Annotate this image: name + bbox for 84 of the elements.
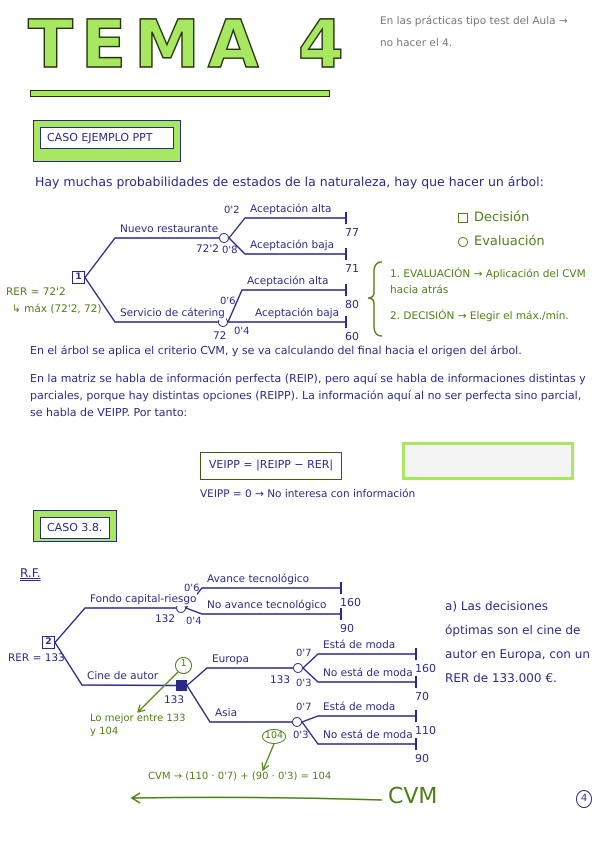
branch-label: Aceptación baja xyxy=(249,239,336,252)
value-label: 72'2 xyxy=(196,243,219,255)
value-label: 133 xyxy=(270,674,290,686)
probability-label: 0'7 xyxy=(296,648,312,659)
title: TEMA 4 xyxy=(28,6,352,84)
probability-label: 0'4 xyxy=(234,326,250,337)
probability-label: 0'3 xyxy=(296,678,312,689)
annotation-circle: 104 xyxy=(262,729,286,744)
terminal-value: 90 xyxy=(340,608,364,636)
formula-note: VEIPP = 0 → No interesa con información xyxy=(200,488,416,500)
annotation-arrow xyxy=(261,744,275,771)
answer-text: a) Las decisiones óptimas son el cine de autor en Europa, con un RER de 133.000 €. xyxy=(445,598,591,687)
branch-label: Avance tecnológico xyxy=(206,573,310,586)
value-label: 132 xyxy=(155,613,176,625)
branch-label: Aceptación alta xyxy=(249,203,332,216)
branch-line xyxy=(302,653,415,669)
branch-line xyxy=(54,607,176,643)
direction-label: CVM xyxy=(388,784,438,809)
body-text: En el árbol se aplica el criterio CVM, y se va calculando del final hacia el origen del árbol. xyxy=(30,344,523,357)
formula-box: VEIPP = |REIPP − RER| xyxy=(200,452,342,480)
branch-line xyxy=(302,715,415,723)
empty-frame xyxy=(402,442,574,480)
probability-label: 0'8 xyxy=(222,245,238,256)
section-heading: CASO EJEMPLO PPT xyxy=(40,127,174,149)
branch-label: Servicio de cátering xyxy=(119,307,226,320)
probability-label: 0'6 xyxy=(220,296,236,307)
step-note: 1. EVALUACIÓN → Aplicación del CVM hacia atrás xyxy=(390,266,587,298)
section-heading: CASO 3.8. xyxy=(40,517,110,539)
probability-label: 0'2 xyxy=(224,205,240,216)
chance-circle xyxy=(219,233,229,243)
legend-text: Evaluación xyxy=(474,234,545,249)
section-heading-box xyxy=(33,510,117,542)
branch-line xyxy=(227,289,345,322)
decision-square: 2 xyxy=(42,636,55,649)
terminal-value: 60 xyxy=(345,316,369,344)
branch-line xyxy=(185,587,340,608)
body-text: En la matriz se habla de información perfecta (REIP), pero aquí se habla de informaciones distintas y parciales, porque hay distintas opciones (REIPP). La información aquí al no ser perfecta sino parcial, se habla de VEIPP. Por tanto: xyxy=(30,371,587,421)
terminal-value: 80 xyxy=(345,284,369,312)
probability-label: 0'6 xyxy=(184,583,200,594)
branch-label: Fondo capital-riesgo xyxy=(89,593,198,606)
terminal-value: 70 xyxy=(415,676,439,704)
branch-line xyxy=(54,642,176,686)
terminal-value: 160 xyxy=(415,648,439,676)
branch-label: Aceptación baja xyxy=(254,307,340,320)
probability-label: 0'3 xyxy=(293,730,308,741)
step-note: 2. DECISIÓN → Elegir el máx./mín. xyxy=(390,310,570,322)
branch-line xyxy=(84,277,218,323)
annotation-circle: 1 xyxy=(175,657,192,674)
intro-text: Hay muchas probabilidades de estados de la naturaleza, hay que hacer un árbol: xyxy=(35,174,545,189)
terminal-value: 71 xyxy=(345,248,369,276)
branch-label: Aceptación alta xyxy=(246,275,330,288)
terminal-value: 90 xyxy=(415,738,439,766)
branch-line xyxy=(228,321,345,323)
annotation-arrow xyxy=(137,672,178,713)
section-label: R.F. xyxy=(20,566,41,580)
annotation-text: CVM → (110 · 0'7) + (90 · 0'3) = 104 xyxy=(148,770,378,784)
terminal-value: 160 xyxy=(340,582,364,610)
terminal-value: 77 xyxy=(345,212,369,240)
probability-label: 0'4 xyxy=(186,616,202,627)
decision-square: 1 xyxy=(72,271,85,284)
branch-label: No avance tecnológico xyxy=(206,599,328,612)
probability-label: 0'7 xyxy=(296,702,312,713)
branch-line xyxy=(228,217,345,238)
terminal-value: 110 xyxy=(415,710,439,738)
value-label: RER = 72'2 xyxy=(6,286,66,298)
branch-line xyxy=(302,667,415,683)
branch-label: Europa xyxy=(211,653,250,666)
legend-text: Decisión xyxy=(474,210,530,225)
note-text: En las prácticas tipo test del Aula → no hacer el 4. xyxy=(380,14,569,51)
branch-line xyxy=(84,237,219,278)
chance-circle xyxy=(293,663,303,673)
branch-line xyxy=(228,238,345,255)
value-label: ↳ máx (72'2, 72) xyxy=(12,303,102,315)
branch-line xyxy=(186,667,293,686)
branch-line xyxy=(301,722,415,745)
branch-line xyxy=(186,685,292,723)
chance-circle xyxy=(292,717,302,727)
value-label: 133 xyxy=(164,694,184,706)
section-heading-box xyxy=(33,120,181,162)
page-number: 4 xyxy=(576,790,592,808)
value-label: 72 xyxy=(213,330,226,342)
decision-square xyxy=(176,680,187,691)
annotation-text: Lo mejor entre 133 y 104 xyxy=(90,712,186,740)
branch-line xyxy=(186,607,340,615)
